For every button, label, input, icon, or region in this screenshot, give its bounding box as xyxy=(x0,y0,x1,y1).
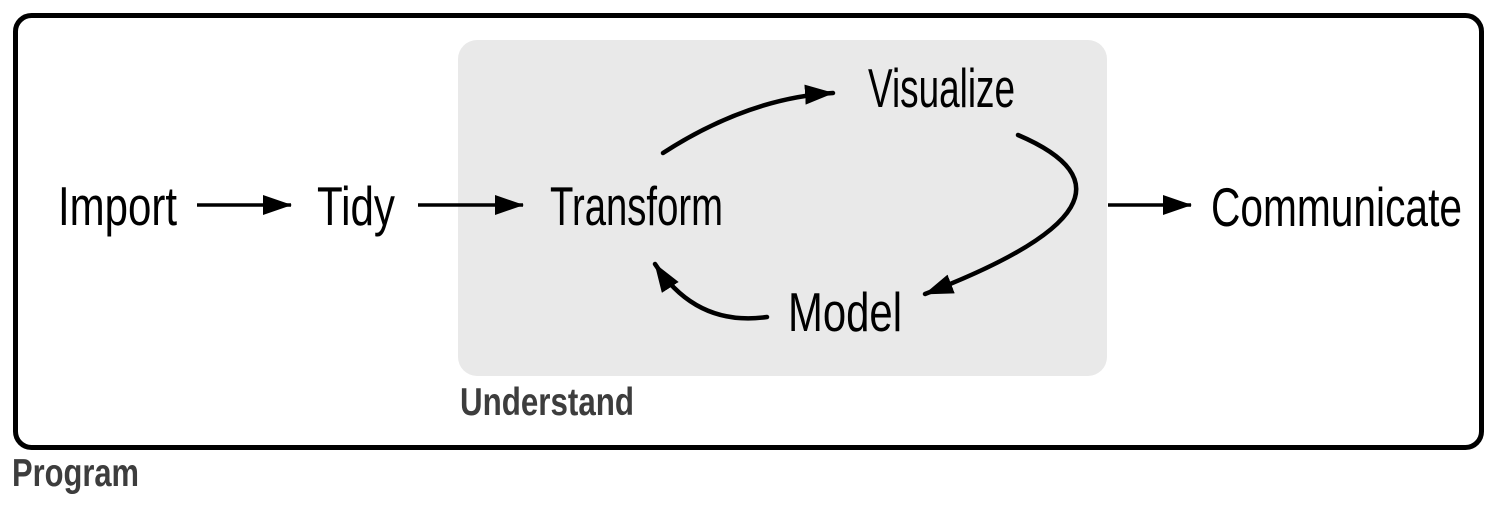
node-model: Model xyxy=(788,281,902,343)
arrow-model-to-transform xyxy=(652,261,770,321)
arrow-visualize-to-model xyxy=(922,132,1079,297)
node-transform: Transform xyxy=(550,175,723,237)
node-tidy: Tidy xyxy=(317,175,395,237)
program-label: Program xyxy=(12,452,139,495)
node-import: Import xyxy=(58,175,177,237)
node-communicate: Communicate xyxy=(1211,176,1462,238)
understand-label: Understand xyxy=(460,381,634,424)
node-visualize: Visualize xyxy=(868,57,1015,119)
arrow-transform-to-visualize xyxy=(660,84,836,156)
